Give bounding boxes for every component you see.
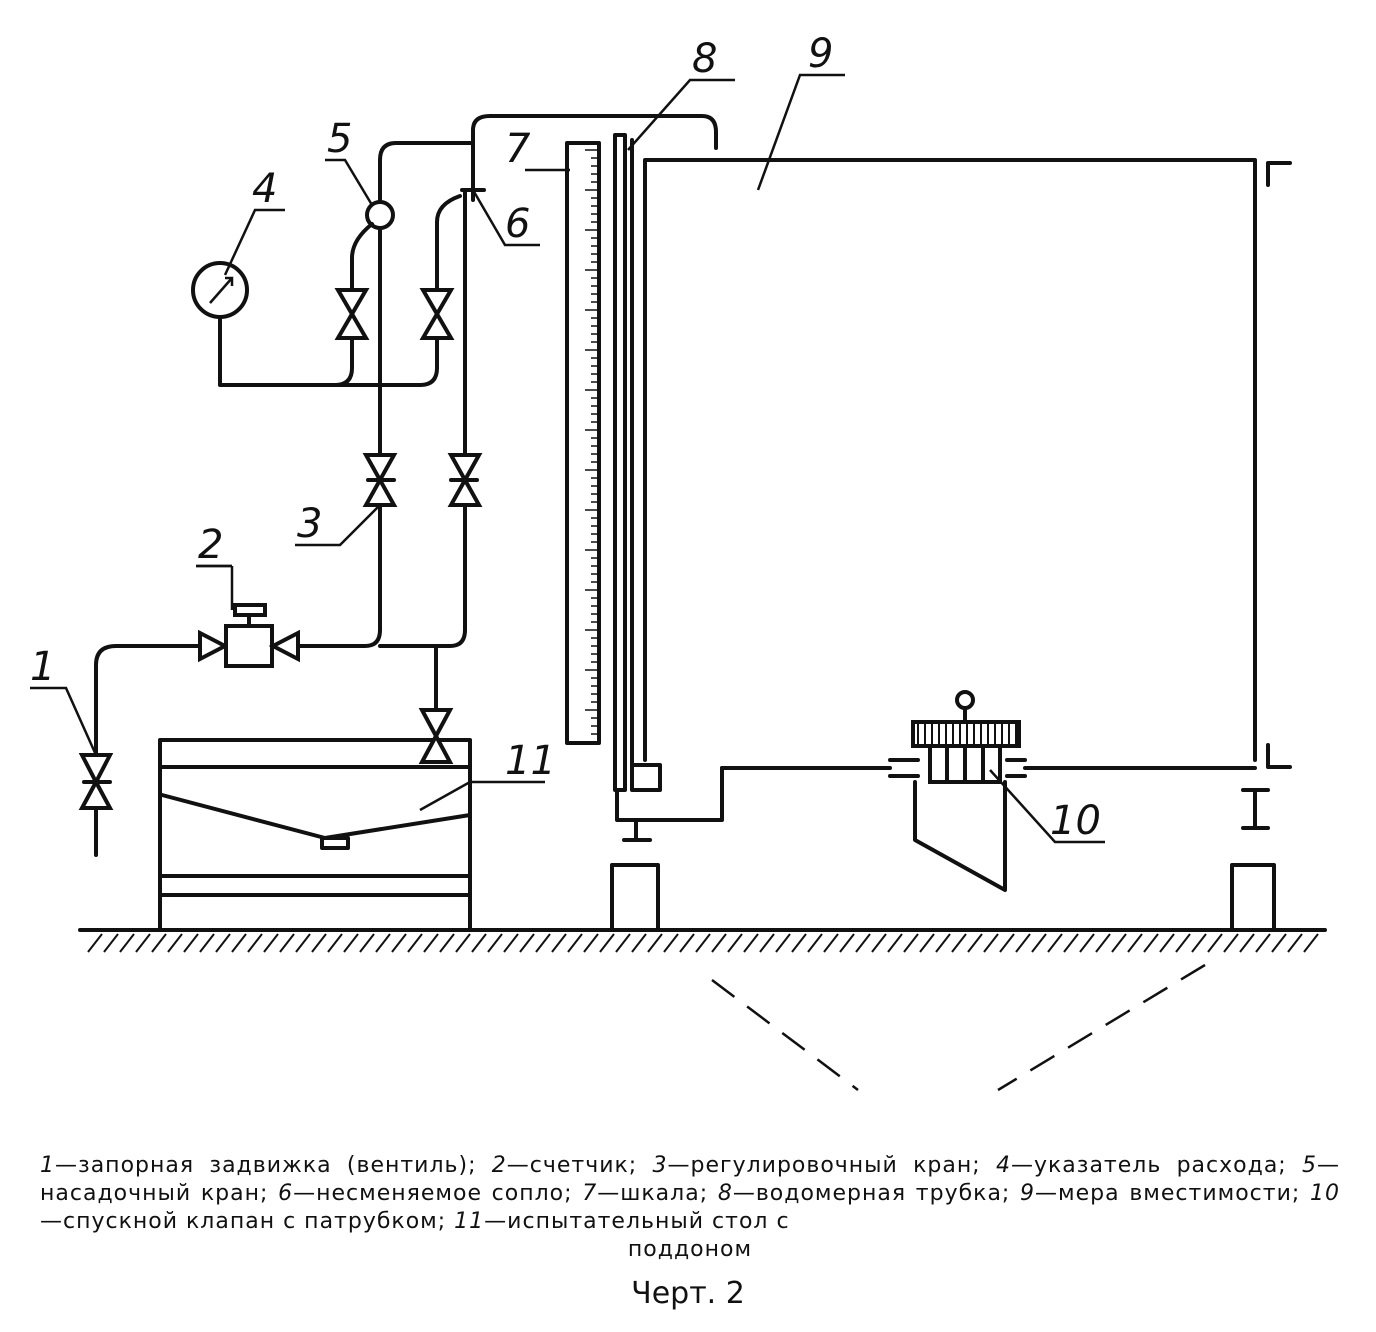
test-rig-diagram: 1 2 3 4 5 6 7 8 9 10 11 [30, 31, 1327, 1092]
legend-item: 2—счетчик; [491, 1153, 653, 1178]
legend-item: 6—несменяемое сопло; [278, 1181, 583, 1206]
test-table [158, 738, 472, 932]
label-4: 4 [252, 166, 277, 212]
legend: 1—запорная задвижка (вентиль); 2—счетчик… [40, 1152, 1340, 1264]
legend-item: 3—регулировочный кран; [652, 1153, 996, 1178]
water-gauge-tube [613, 133, 724, 842]
risers [378, 114, 718, 632]
label-9: 9 [808, 31, 833, 77]
capacity-measure [643, 158, 1292, 830]
label-6: 6 [505, 201, 530, 247]
table-supply-valve [418, 708, 454, 764]
label-3: 3 [297, 501, 322, 547]
nozzle-cock [334, 188, 486, 340]
legend-item: 10—спускной клапан с патрубком; [40, 1181, 1340, 1234]
supports [610, 863, 1276, 932]
legend-item: 11—испытательный стол с [454, 1209, 790, 1234]
scale [565, 141, 601, 745]
leader-lines [30, 73, 1105, 844]
legend-item: 9—мера вместимости; [1020, 1181, 1310, 1206]
label-11: 11 [505, 738, 556, 784]
figure-caption: Черт. 2 [631, 1276, 745, 1311]
label-2: 2 [198, 522, 223, 568]
shutoff-valve [78, 644, 202, 857]
regulating-valves [362, 453, 483, 507]
dashed-projection [711, 963, 1206, 1092]
legend-item: 4—указатель расхода; [995, 1153, 1302, 1178]
legend-item: 1—запорная задвижка (вентиль); [40, 1153, 492, 1178]
label-5: 5 [327, 116, 352, 162]
label-7: 7 [505, 126, 531, 172]
drain-valve [888, 690, 1027, 892]
legend-item: 7—шкала; [582, 1181, 718, 1206]
label-10: 10 [1050, 798, 1101, 844]
label-1: 1 [30, 644, 55, 690]
label-8: 8 [692, 36, 717, 82]
water-meter [196, 564, 467, 712]
flow-indicator [191, 261, 439, 387]
legend-item: 5—насадочный кран; [40, 1153, 1340, 1206]
legend-tail: поддоном [627, 1237, 753, 1262]
ground [78, 928, 1327, 953]
legend-item: 8—водомерная трубка; [717, 1181, 1021, 1206]
